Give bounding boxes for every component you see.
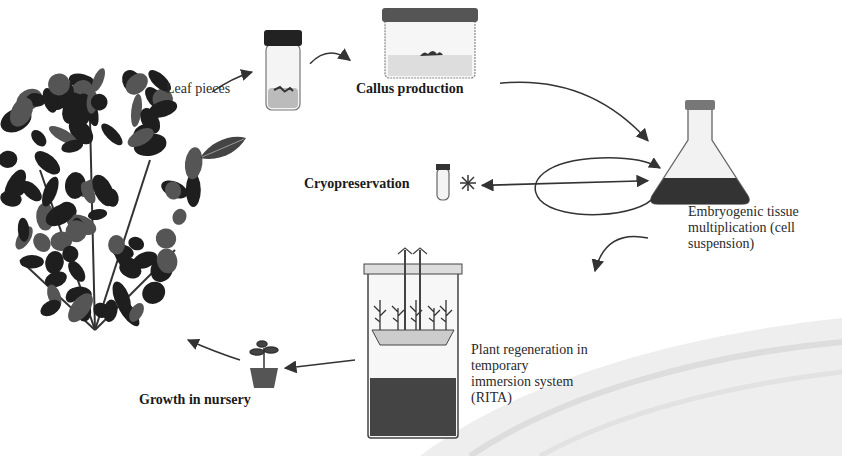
- rita-vessel: [368, 270, 458, 438]
- background-arc: [540, 372, 842, 456]
- medium: [268, 88, 298, 108]
- stage-node: Cryopreservation: [300, 170, 482, 206]
- pot: [250, 368, 278, 388]
- plantlets: [374, 300, 452, 330]
- arrow: [188, 340, 240, 360]
- liquid-medium: [370, 378, 456, 436]
- jar-lid: [382, 8, 478, 22]
- stage-label: Callus production: [356, 81, 496, 97]
- process-arrow: [595, 236, 648, 271]
- snowflake: [460, 175, 476, 191]
- basket: [372, 330, 454, 345]
- leaf: [200, 137, 246, 159]
- stage-node: Callus production: [350, 5, 500, 103]
- process-arrow: [500, 82, 648, 140]
- stage-label: Leaf pieces: [166, 81, 256, 97]
- stage-label: Plant regeneration in temporary immersio…: [471, 342, 591, 406]
- loop-arrow: [535, 158, 660, 215]
- stage-node: Plant regeneration in temporary immersio…: [355, 248, 595, 444]
- leaf-pieces: [274, 87, 293, 92]
- stage-node: Embryogenic tissue multiplication (cell …: [648, 98, 840, 258]
- rita-lid: [364, 264, 462, 274]
- stage-label: Embryogenic tissue multiplication (cell …: [688, 204, 836, 252]
- test-tube: [266, 44, 300, 110]
- cell-suspension: [651, 178, 749, 204]
- vial-cap: [436, 164, 450, 170]
- stage-label: Growth in nursery: [139, 392, 279, 408]
- flask-cap: [685, 100, 715, 110]
- process-arrow: [482, 181, 648, 186]
- seedling: [250, 341, 278, 368]
- stage-node: Leaf pieces: [160, 25, 310, 115]
- stage-label: Cryopreservation: [304, 176, 434, 192]
- tube-cap: [264, 30, 302, 46]
- stage-node: Growth in nursery: [135, 340, 285, 414]
- process-arrow: [285, 360, 355, 368]
- flask: [651, 106, 749, 204]
- cryo-vial: [437, 168, 449, 200]
- background-band: [420, 318, 842, 456]
- background-arc: [470, 342, 842, 456]
- leaf-vein: [202, 139, 244, 157]
- medium: [388, 55, 472, 76]
- air-tube: [404, 250, 406, 340]
- plant-illustration: [0, 66, 204, 330]
- callus: [420, 51, 443, 56]
- air-tube: [419, 250, 421, 330]
- air-flow: [398, 248, 427, 254]
- process-arrow: [310, 53, 350, 64]
- jar: [385, 18, 475, 78]
